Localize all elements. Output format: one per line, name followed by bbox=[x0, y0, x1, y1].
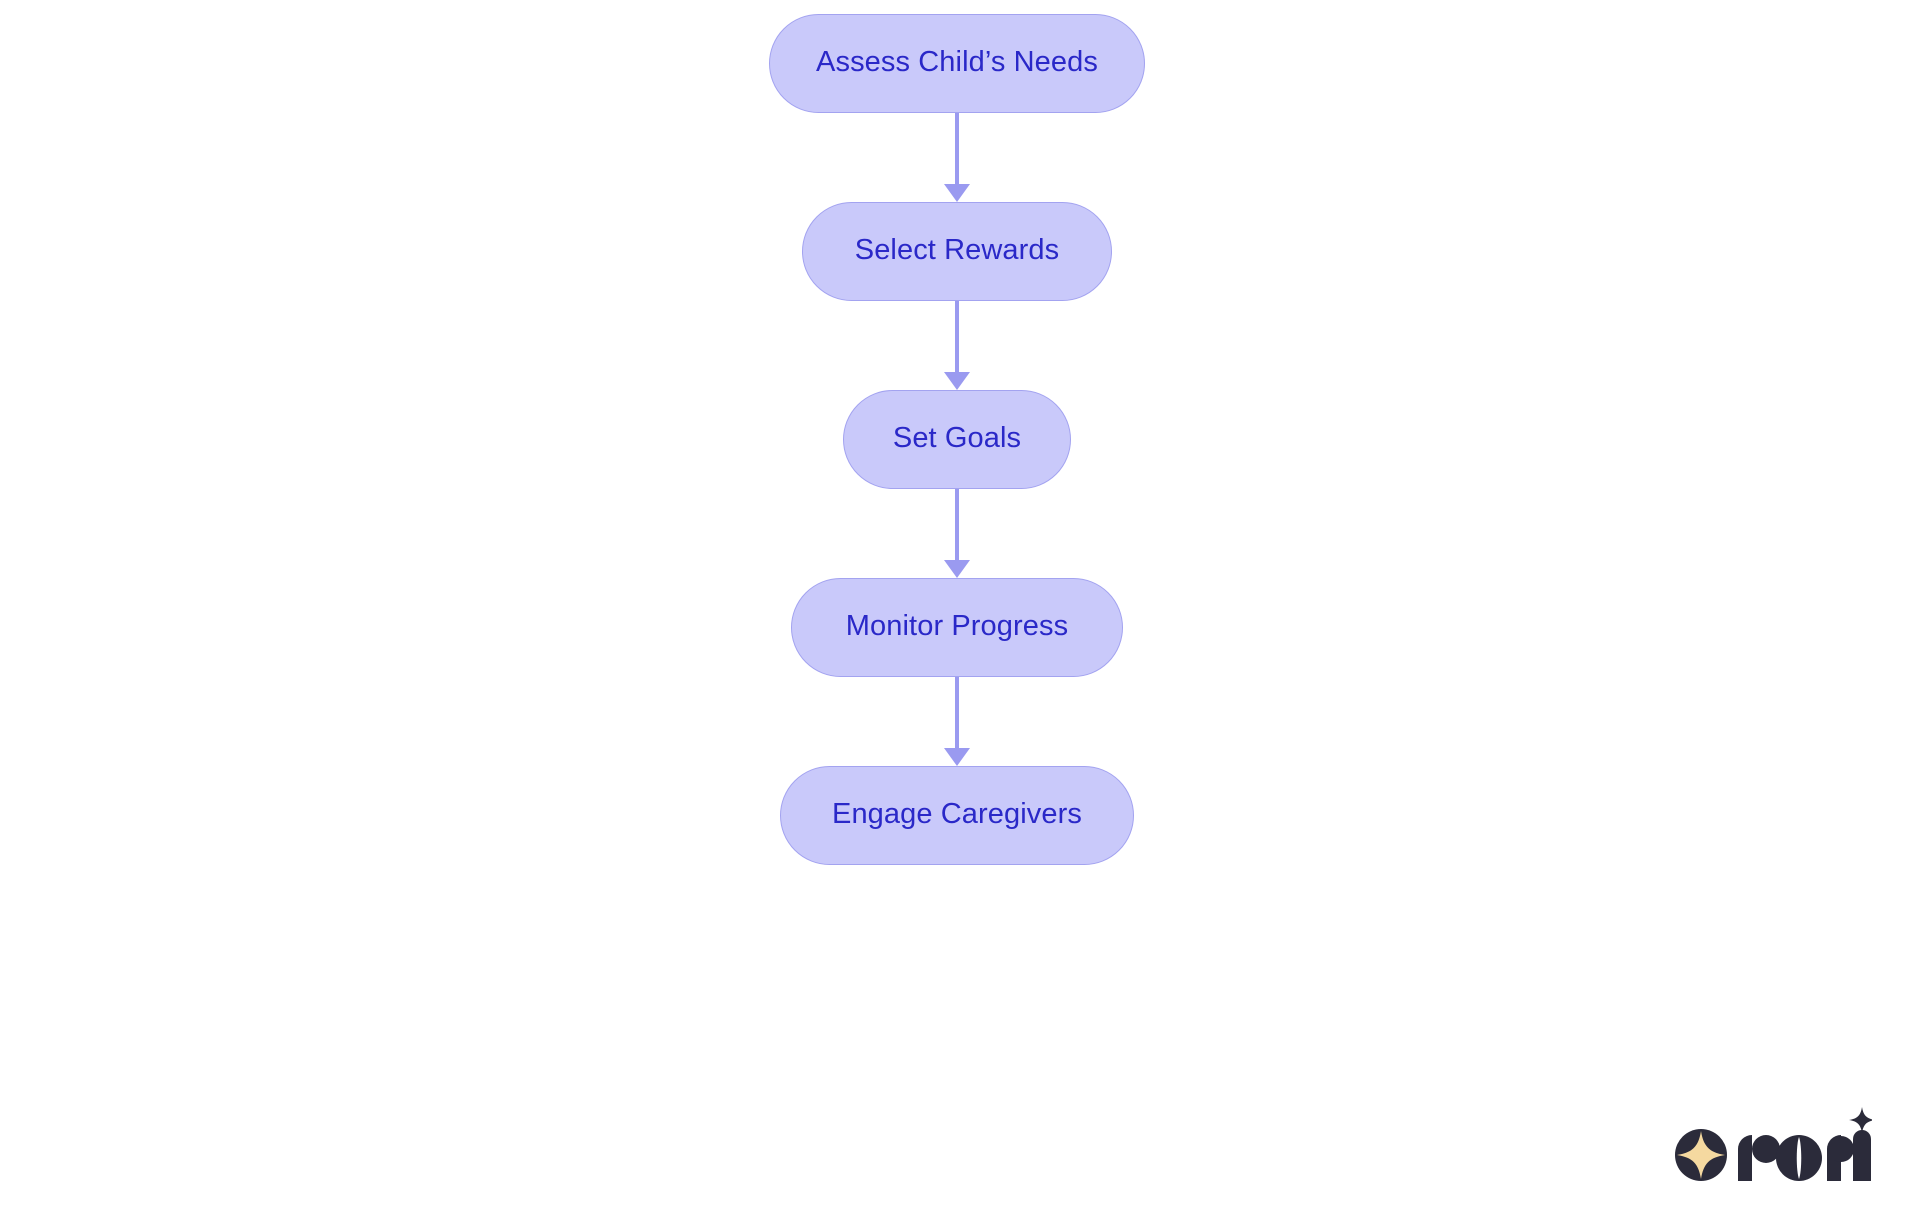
flow-node-engage-caregivers[interactable]: Engage Caregivers bbox=[780, 766, 1134, 865]
arrowhead-down-icon bbox=[944, 560, 970, 578]
logo-accent-star-icon bbox=[1849, 1107, 1875, 1133]
connector-line bbox=[955, 677, 959, 748]
connector-line bbox=[955, 113, 959, 184]
logo-letter-r bbox=[1738, 1135, 1752, 1181]
flow-node-monitor-progress[interactable]: Monitor Progress bbox=[791, 578, 1123, 677]
flow-node-select-rewards[interactable]: Select Rewards bbox=[802, 202, 1112, 301]
logo-letter-r2-dot bbox=[1828, 1136, 1854, 1162]
flow-node-label: Monitor Progress bbox=[845, 610, 1069, 642]
flowchart-node-stack: Assess Child’s Needs Select Rewards Set … bbox=[769, 14, 1145, 865]
connector-line bbox=[955, 301, 959, 372]
flow-connector-1 bbox=[942, 113, 972, 202]
logo-letter-i bbox=[1853, 1130, 1871, 1181]
flow-connector-3 bbox=[942, 489, 972, 578]
logo-letter-o-slit bbox=[1796, 1137, 1802, 1179]
rori-logo bbox=[1672, 1105, 1875, 1191]
logo-letter-r-dot bbox=[1752, 1135, 1780, 1163]
arrowhead-down-icon bbox=[944, 748, 970, 766]
flow-node-label: Assess Child’s Needs bbox=[816, 46, 1098, 78]
arrowhead-down-icon bbox=[944, 372, 970, 390]
flow-node-assess-childs-needs[interactable]: Assess Child’s Needs bbox=[769, 14, 1145, 113]
flow-node-label: Select Rewards bbox=[854, 234, 1060, 266]
flow-connector-4 bbox=[942, 677, 972, 766]
rori-logo-svg bbox=[1675, 1107, 1875, 1181]
flow-node-set-goals[interactable]: Set Goals bbox=[843, 390, 1071, 489]
connector-line bbox=[955, 489, 959, 560]
flow-node-label: Set Goals bbox=[892, 422, 1022, 454]
flow-node-label: Engage Caregivers bbox=[832, 798, 1082, 830]
arrowhead-down-icon bbox=[944, 184, 970, 202]
logo-star-icon bbox=[1677, 1131, 1725, 1179]
flow-connector-2 bbox=[942, 301, 972, 390]
